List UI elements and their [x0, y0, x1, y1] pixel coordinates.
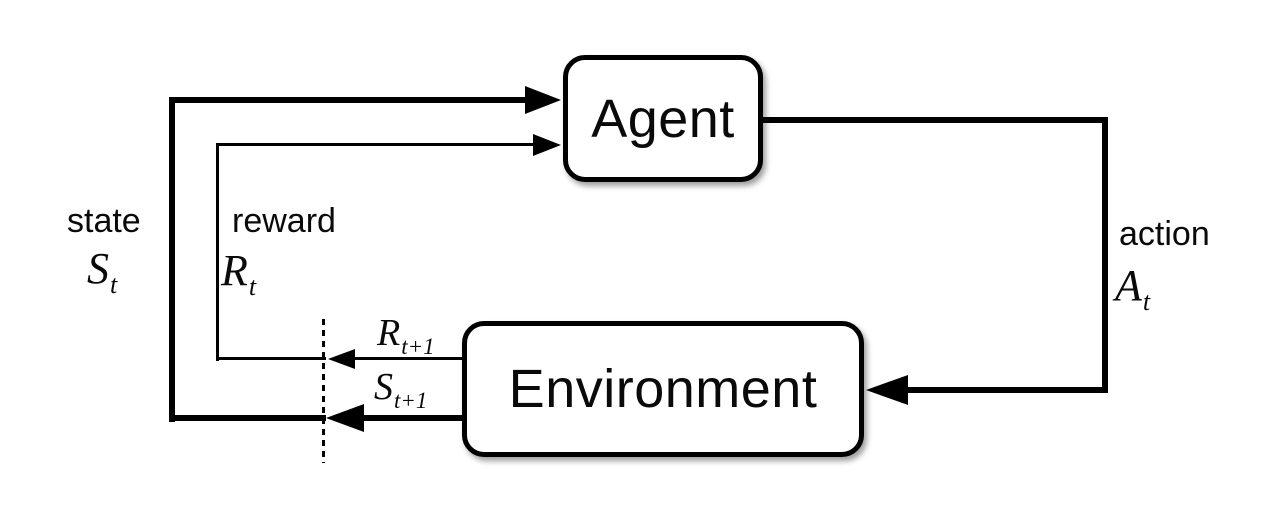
time-boundary-dashed-line: [322, 319, 325, 463]
reward-label: reward: [232, 202, 336, 240]
reward-symbol-subscript: t: [248, 272, 257, 301]
state-symbol-base: S: [87, 244, 109, 293]
next-state-symbol-subscript: t+1: [394, 388, 428, 413]
environment-box: Environment: [462, 321, 864, 457]
reward-symbol-base: R: [221, 246, 248, 295]
next-reward-symbol-base: R: [377, 312, 401, 354]
state-label: state: [67, 202, 141, 240]
action-arrowhead-icon: [866, 375, 908, 405]
action-label: action: [1119, 215, 1210, 253]
state-symbol: St: [87, 247, 117, 298]
action-line-vertical: [1102, 117, 1108, 393]
state-symbol-subscript: t: [110, 270, 118, 299]
state-line-vertical: [169, 97, 175, 422]
next-state-symbol: St+1: [374, 368, 427, 412]
action-line-bottom: [904, 387, 1108, 393]
reward-line-top: [216, 143, 535, 146]
next-reward-symbol: Rt+1: [377, 314, 435, 358]
next-state-arrowhead-icon: [326, 404, 364, 432]
next-reward-arrowhead-icon: [328, 349, 355, 369]
environment-label: Environment: [508, 359, 818, 419]
reward-line-vertical: [216, 143, 219, 361]
state-line-top: [169, 97, 527, 103]
state-line-bottom: [169, 415, 326, 421]
next-state-symbol-base: S: [374, 366, 393, 408]
agent-label: Agent: [591, 88, 735, 149]
action-symbol-base: A: [1115, 261, 1142, 310]
reward-line-bottom: [216, 357, 326, 360]
action-symbol: At: [1115, 264, 1150, 315]
action-line-top: [763, 117, 1108, 123]
next-reward-symbol-subscript: t+1: [401, 334, 435, 359]
reward-arrowhead-icon: [533, 134, 561, 156]
agent-box: Agent: [563, 55, 763, 182]
next-reward-line: [350, 357, 462, 360]
action-symbol-subscript: t: [1142, 287, 1151, 316]
reward-symbol: Rt: [221, 249, 256, 300]
next-state-line: [358, 415, 462, 421]
state-arrowhead-icon: [525, 86, 561, 114]
